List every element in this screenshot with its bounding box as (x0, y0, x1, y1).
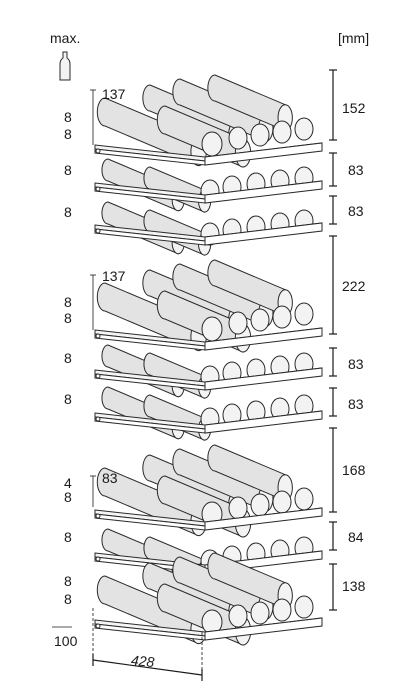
dimension-label: 83 (348, 162, 364, 178)
shelf-rail (94, 186, 206, 204)
bottle-base (250, 123, 270, 147)
drawing-layer (52, 51, 337, 681)
bottle-height-label-3: 83 (102, 470, 118, 486)
bottle (207, 74, 286, 132)
bottle-base (272, 490, 292, 514)
bottle (207, 259, 286, 317)
shelf-handle (95, 556, 101, 562)
bottle (96, 575, 200, 645)
shelf-handle (95, 623, 101, 629)
bottle (172, 556, 267, 621)
rail-label: 8 (64, 591, 72, 607)
bottle-base (228, 126, 248, 150)
bottle (96, 97, 200, 167)
bottle-base (272, 305, 292, 329)
rail-label: 8 (64, 109, 72, 125)
bottle-base (201, 316, 223, 342)
bottle (207, 444, 286, 502)
rail-label: 8 (64, 126, 72, 142)
bottle (172, 78, 267, 143)
shelf-handle (95, 333, 101, 339)
bottle-base (228, 604, 248, 628)
bottle-base (250, 493, 270, 517)
bottle-base (272, 598, 292, 622)
rail-label: 8 (64, 294, 72, 310)
dimension-label: 168 (342, 462, 366, 478)
rail-label: 8 (64, 573, 72, 589)
shelf-handle (95, 186, 101, 192)
bottle-icon (59, 51, 71, 81)
bottle (156, 290, 244, 353)
bottle-height-label-2: 137 (102, 268, 126, 284)
bottle-base (201, 131, 223, 157)
shelf-rail (94, 623, 206, 641)
max-label: max. (50, 30, 81, 46)
shelf-rail (94, 333, 206, 351)
dimension-label: 84 (348, 529, 364, 545)
dimension-label: 152 (342, 100, 366, 116)
rail-label: 8 (64, 529, 72, 545)
dimension-label: 83 (348, 203, 364, 219)
shelf-handle (95, 513, 101, 519)
bottle (101, 201, 179, 255)
base-value-label: 100 (54, 633, 78, 649)
dimension-label: 222 (342, 278, 366, 294)
shelf-handle (95, 373, 101, 379)
bottle-base (250, 308, 270, 332)
bottle-base (228, 496, 248, 520)
bottle-base (294, 117, 314, 141)
shelf-rail (94, 513, 206, 531)
width-value-label: 428 (130, 652, 156, 670)
shelf-rail (94, 228, 206, 246)
bottle-base (294, 595, 314, 619)
bottle (96, 282, 200, 352)
rail-label: 8 (64, 350, 72, 366)
bottle-base (228, 311, 248, 335)
dimension-label: 83 (348, 396, 364, 412)
shelf-handle (95, 148, 101, 154)
bottle-base (272, 120, 292, 144)
rail-label: 4 (64, 475, 72, 491)
bottle-base (294, 302, 314, 326)
rail-label: 8 (64, 162, 72, 178)
shelf-rail (94, 148, 206, 166)
bottle-height-label-1: 137 (102, 86, 126, 102)
bottle (156, 105, 244, 168)
bottle-base (294, 487, 314, 511)
rail-label: 8 (64, 489, 72, 505)
shelf-rail (94, 416, 206, 434)
rail-label: 8 (64, 310, 72, 326)
rail-label: 8 (64, 204, 72, 220)
dimension-label: 83 (348, 356, 364, 372)
dimension-label: 138 (342, 578, 366, 594)
shelf-rail (94, 373, 206, 391)
shelf-handle (95, 228, 101, 234)
rail-label: 8 (64, 391, 72, 407)
shelf-handle (95, 416, 101, 422)
unit-label: [mm] (338, 30, 370, 46)
width-dimension-line (92, 659, 203, 676)
bottle (172, 448, 267, 513)
bottle (207, 552, 286, 610)
bottle (172, 263, 267, 328)
bottle-base (250, 601, 270, 625)
